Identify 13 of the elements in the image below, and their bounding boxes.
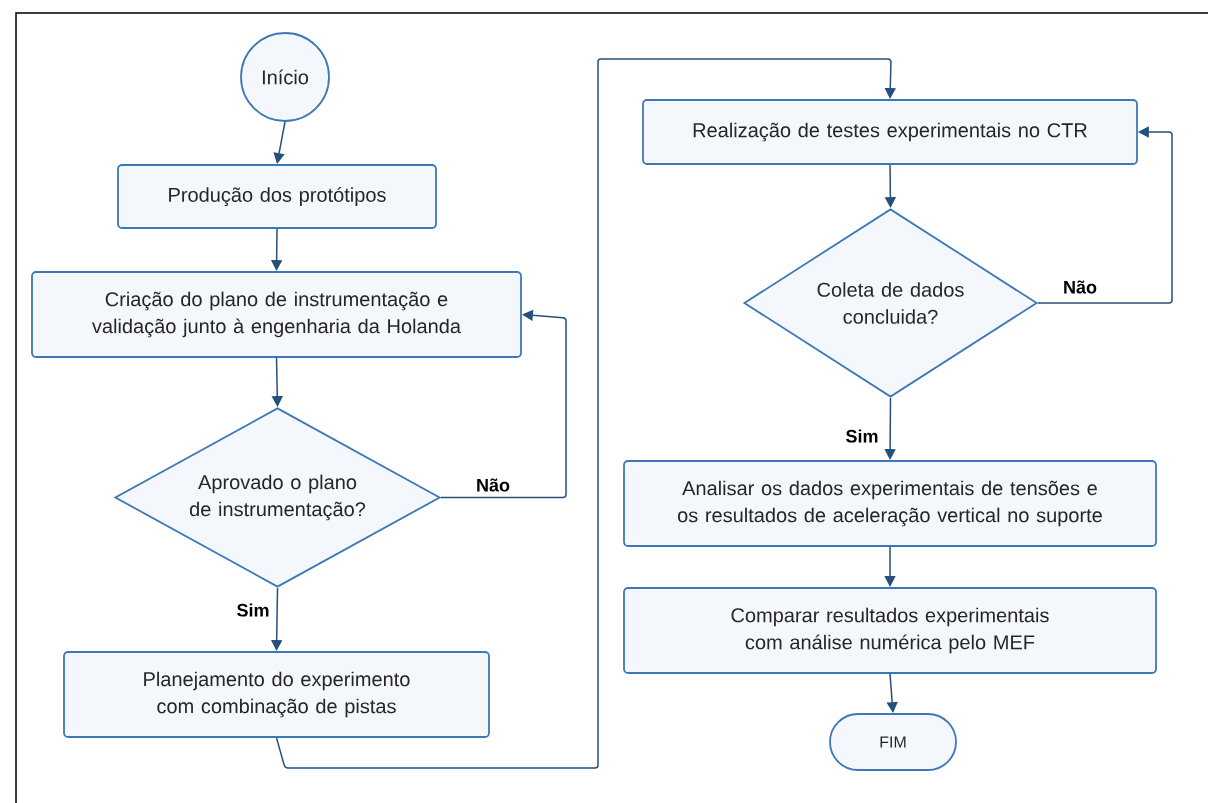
process-box: Planejamento do experimento com combinação de pistas: [63, 651, 490, 738]
end-terminal: FIM: [829, 713, 957, 771]
process-box: Criação do plano de instrumentação e validação junto à engenharia da Holanda: [31, 271, 522, 358]
process-box: Comparar resultados experimentais com análise numérica pelo MEF: [623, 587, 1157, 674]
process-box: Analisar os dados experimentais de tensões e os resultados de aceleração vertical no suporte: [623, 460, 1157, 547]
edge-label: Não: [475, 477, 511, 493]
edge-label: Sim: [844, 428, 880, 444]
arrow: [275, 58, 896, 769]
edge-label: Sim: [235, 602, 271, 618]
edge-label: Não: [1062, 279, 1098, 295]
process-box: Realização de testes experimentais no CTR: [642, 99, 1138, 165]
arrow: [1037, 126, 1173, 304]
process-box: Produção dos protótipos: [117, 164, 437, 229]
